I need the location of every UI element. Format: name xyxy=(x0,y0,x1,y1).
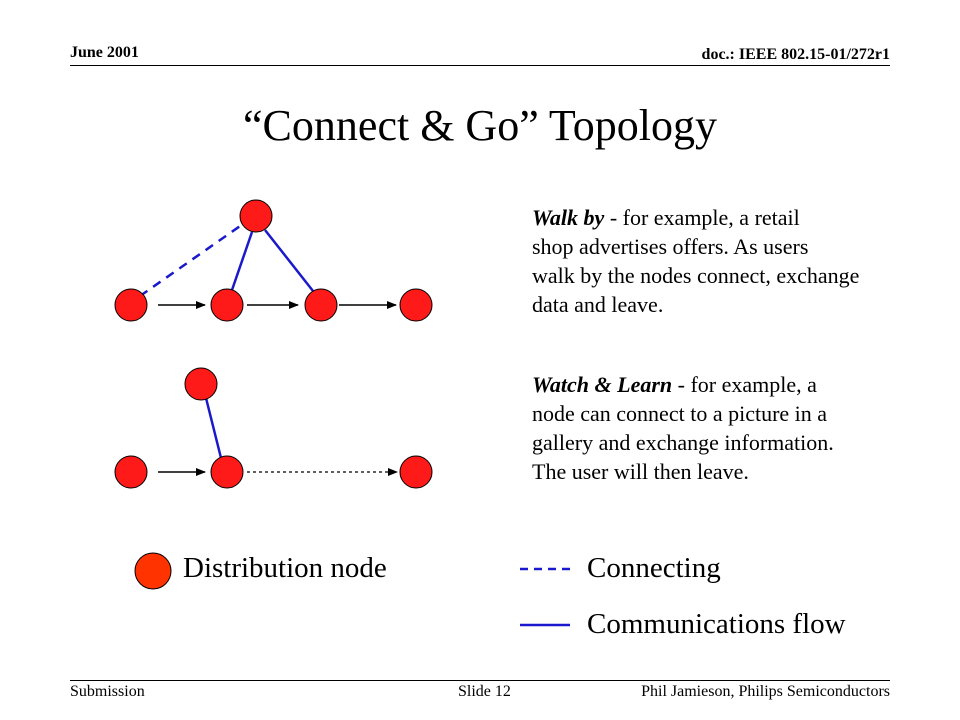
walk-by-line-3: walk by the nodes connect, exchange xyxy=(532,263,860,288)
watch-learn-line-4: The user will then leave. xyxy=(532,459,749,484)
watch-learn-line-3: gallery and exchange information. xyxy=(532,430,834,455)
distribution-node xyxy=(399,455,433,489)
legend-flow-label: Communications flow xyxy=(587,608,846,640)
distribution-node xyxy=(114,288,148,322)
distribution-node xyxy=(210,288,244,322)
watch-learn-description: Watch & Learn - for example, a node can … xyxy=(532,370,952,486)
legend-node-label: Distribution node xyxy=(183,552,387,584)
communication-link xyxy=(264,229,314,292)
footer-rule xyxy=(70,680,890,681)
communication-link xyxy=(230,231,254,291)
legend-connecting-label: Connecting xyxy=(587,552,721,584)
walk-by-diagram xyxy=(114,199,433,322)
legend-node-symbol xyxy=(134,552,172,590)
watch-learn-line-2: node can connect to a picture in a xyxy=(532,401,828,426)
header-rule xyxy=(70,65,890,66)
header-doc-id: doc.: IEEE 802.15-01/272r1 xyxy=(701,46,890,63)
watch-learn-diagram xyxy=(114,367,433,489)
connecting-link xyxy=(139,222,244,298)
distribution-node xyxy=(239,199,273,233)
header-date: June 2001 xyxy=(70,44,139,61)
walk-by-line-2: shop advertises offers. As users xyxy=(532,234,809,259)
watch-learn-separator: - xyxy=(672,372,691,397)
footer-author: Phil Jamieson, Philips Semiconductors xyxy=(641,683,890,700)
slide-title: “Connect & Go” Topology xyxy=(243,101,717,150)
walk-by-line-4: data and leave. xyxy=(532,292,664,317)
walk-by-line-1: for example, a retail xyxy=(622,205,800,230)
walk-by-description: Walk by - for example, a retail shop adv… xyxy=(532,203,952,319)
footer-slide-number: Slide 12 xyxy=(458,683,511,700)
communication-link xyxy=(204,397,223,459)
walk-by-lead: Walk by xyxy=(532,205,605,230)
distribution-node xyxy=(399,288,433,322)
distribution-node xyxy=(304,288,338,322)
walk-by-separator: - xyxy=(604,205,623,230)
distribution-node xyxy=(210,455,244,489)
footer-submission: Submission xyxy=(70,683,145,700)
watch-learn-lead: Watch & Learn xyxy=(532,372,673,397)
distribution-node xyxy=(114,455,148,489)
watch-learn-line-1: for example, a xyxy=(690,372,817,397)
distribution-node xyxy=(184,367,218,401)
legend-graphics xyxy=(134,552,570,627)
